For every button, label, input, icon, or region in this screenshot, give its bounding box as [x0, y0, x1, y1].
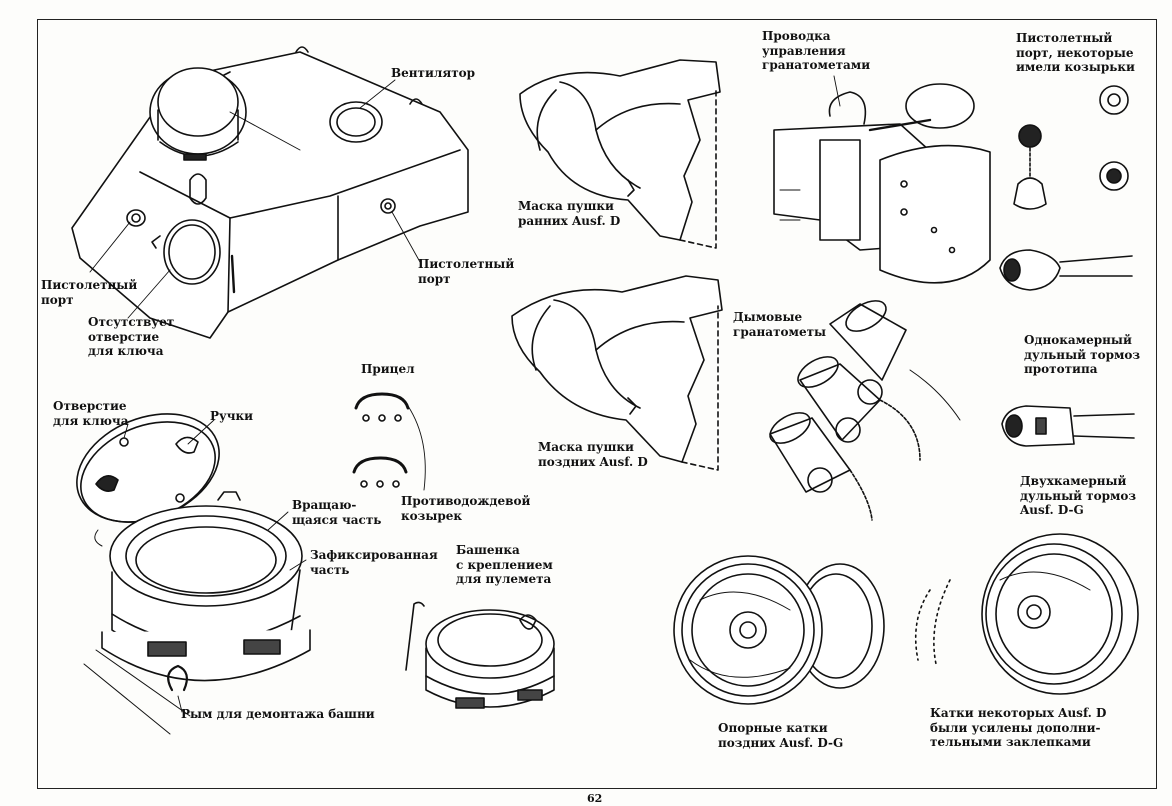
road-wheels-drawing	[673, 533, 1139, 705]
page-frame	[37, 19, 1157, 789]
label-pistol-port-right: Пистолетный порт	[418, 257, 515, 286]
label-key-hole: Отверстие для ключа	[53, 399, 129, 428]
sight-drawing	[352, 392, 410, 488]
muzzle-brake-double-drawing	[1001, 405, 1135, 447]
hatch-leaders	[123, 419, 307, 713]
label-fixed-part: Зафиксированная часть	[310, 548, 438, 577]
smoke-launchers-drawing	[769, 300, 961, 521]
launcher-wiring-drawing	[773, 83, 991, 284]
turret-leaders	[89, 79, 421, 319]
cupola-hatch-drawing	[76, 413, 311, 735]
label-mantlet-late: Маска пушки поздних Ausf. D	[538, 440, 648, 469]
mg-cupola-drawing	[405, 601, 555, 709]
label-cupola-mg: Башенка с креплением для пулемета	[456, 543, 553, 586]
page-number: 62	[587, 792, 603, 805]
label-pistol-port-visor: Пистолетный порт, некоторые имели козырь…	[1016, 31, 1135, 74]
label-road-wheels: Опорные катки поздних Ausf. D-G	[718, 721, 844, 750]
label-wiring: Проводка управления гранатометами	[762, 29, 871, 72]
label-muzzle-single: Однокамерный дульный тормоз прототипа	[1024, 333, 1141, 376]
mantlet-late-drawing	[511, 275, 723, 471]
label-mantlet-early: Маска пушки ранних Ausf. D	[518, 199, 621, 228]
label-wheels-rivets: Катки некоторых Ausf. D были усилены доп…	[930, 706, 1107, 749]
label-pistol-port-left: Пистолетный порт	[41, 278, 138, 307]
label-handles: Ручки	[210, 409, 254, 423]
label-lifting-eye: Рым для демонтажа башни	[181, 707, 375, 721]
label-muzzle-double: Двухкамерный дульный тормоз Ausf. D-G	[1020, 474, 1137, 517]
label-ventilator: Вентилятор	[391, 66, 476, 80]
muzzle-brake-single-drawing	[999, 249, 1133, 291]
label-key-hole-missing: Отсутствует отверстие для ключа	[88, 315, 175, 358]
pistol-port-visor-drawing	[1013, 85, 1129, 210]
label-rain-visor: Противодождевой козырек	[401, 494, 531, 523]
label-smoke-launchers: Дымовые гранатометы	[733, 310, 827, 339]
mantlet-early-drawing	[519, 59, 721, 249]
label-sight: Прицел	[361, 362, 415, 376]
turret-drawing	[71, 46, 469, 339]
label-rotating-part: Вращаю- щаяся часть	[292, 498, 382, 527]
